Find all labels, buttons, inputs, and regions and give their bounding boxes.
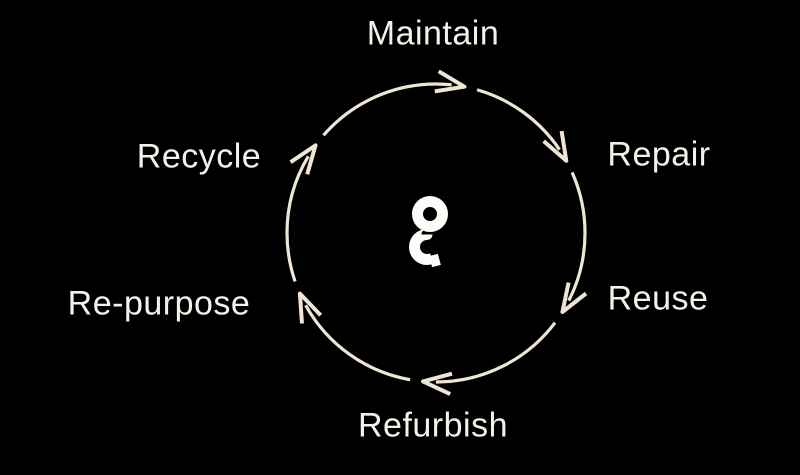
stage-label-re-purpose: Re-purpose: [67, 284, 251, 323]
logo-ring-top: [412, 196, 448, 232]
stage-label-recycle: Recycle: [136, 137, 262, 176]
cycle-arrows: [289, 69, 588, 396]
stage-label-refurbish: Refurbish: [357, 406, 509, 445]
cycle-arrowhead: [421, 371, 453, 396]
cycle-arrowhead: [542, 130, 569, 163]
cycle-ring: [285, 82, 587, 384]
logo-tail: [429, 253, 441, 268]
cycle-arrowhead: [434, 69, 467, 94]
stage-label-repair: Repair: [607, 135, 711, 174]
cycle-arrowhead: [289, 143, 318, 175]
cycle-arrowhead: [560, 282, 588, 314]
logo-ring-bottom: [409, 229, 445, 265]
cycle-arrowhead: [297, 291, 323, 324]
stage-label-reuse: Reuse: [607, 279, 709, 318]
stage-label-maintain: Maintain: [366, 14, 500, 53]
logo-icon: [409, 196, 448, 268]
